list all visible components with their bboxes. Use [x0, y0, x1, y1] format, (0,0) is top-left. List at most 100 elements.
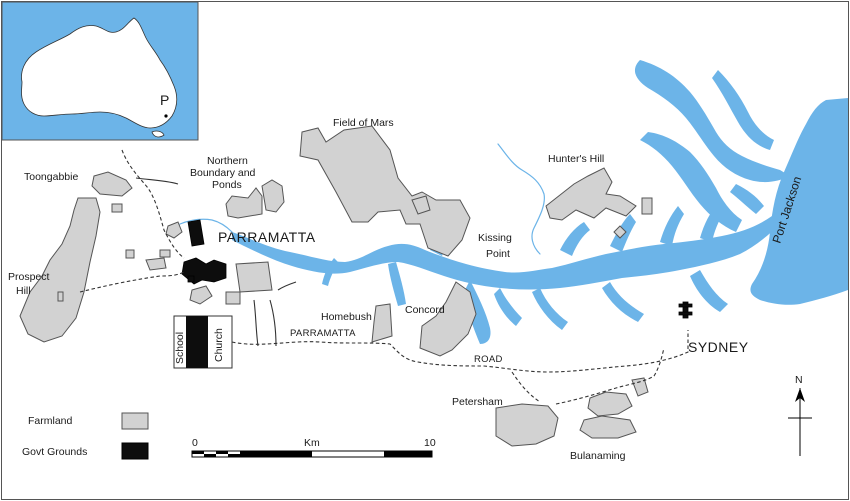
scale-unit-label: Km: [304, 437, 320, 449]
farm-field-of-mars: [299, 125, 471, 257]
roads: [79, 149, 689, 405]
farm-parramatta-west-2: [145, 257, 167, 271]
inset-marker-p: P: [160, 92, 169, 108]
north-arrow-label: N: [795, 374, 803, 386]
label-school: School: [174, 332, 186, 364]
bay-north-3: [560, 222, 590, 256]
bay-south-3: [532, 288, 568, 330]
farm-hunters-hill-diamond: [613, 225, 627, 239]
farm-prospect-hill: [19, 197, 101, 343]
label-kissing-point-2: Point: [486, 248, 510, 260]
label-northern-boundary-1: Northern: [207, 155, 248, 167]
scale-seg-6: [384, 451, 432, 457]
bay-north-1: [712, 70, 774, 150]
australia-outline: [21, 17, 178, 129]
label-prospect-hill-1: Prospect: [8, 271, 50, 283]
label-petersham: Petersham: [452, 396, 503, 408]
river-main-channel: [232, 216, 782, 290]
label-concord: Concord: [405, 304, 445, 316]
farm-bulanaming-2: [579, 415, 637, 439]
bay-north-2: [730, 184, 764, 214]
label-homebush: Homebush: [321, 311, 372, 323]
govt-ground-sydney: [682, 301, 689, 319]
label-parramatta-road: PARRAMATTA: [290, 328, 356, 339]
farm-prospect-small: [57, 291, 64, 302]
label-bulanaming: Bulanaming: [570, 450, 626, 462]
farm-toongabbie: [91, 171, 133, 197]
parramatta-road: [231, 330, 689, 373]
label-sydney: SYDNEY: [688, 339, 749, 355]
scale-start-label: 0: [192, 437, 198, 449]
scale-end-label: 10: [424, 437, 436, 449]
farm-hunters-hill: [545, 167, 637, 221]
farm-bulanaming-1: [587, 391, 633, 417]
road-to-petersham: [511, 371, 541, 403]
creek-upper-parramatta: [179, 218, 233, 233]
inset-sydney-dot: [164, 114, 168, 118]
bay-homebush: [388, 262, 406, 306]
scale-seg-2: [204, 454, 216, 457]
farm-northern-boundary-2: [261, 179, 285, 213]
scale-seg-3: [216, 451, 228, 454]
scale-seg-4: [228, 454, 240, 457]
govt-ground-north: [187, 219, 205, 247]
map-legend: Farmland Govt Grounds: [22, 412, 149, 460]
farm-homebush: [371, 303, 393, 343]
track-north: [253, 299, 259, 347]
school-church-govt-fill: [186, 316, 208, 368]
govt-grounds: [181, 219, 693, 319]
label-toongabbie: Toongabbie: [24, 171, 78, 183]
legend-farmland-label: Farmland: [28, 415, 73, 427]
farm-petersham: [495, 403, 559, 447]
creek-to-port: [773, 171, 809, 191]
farm-kissing-point-parcel: [411, 195, 431, 215]
bay-south-2: [602, 282, 644, 322]
farm-bulanaming-3: [631, 377, 649, 397]
label-prospect-hill-2: Hill: [16, 285, 31, 297]
label-northern-boundary-3: Ponds: [212, 179, 242, 191]
govt-ground-sydney-bar-2: [678, 311, 693, 316]
govt-ground-small: [187, 275, 195, 283]
farm-parramatta-west-4: [159, 249, 171, 258]
scale-seg-1: [192, 451, 204, 454]
creek-field-of-mars: [497, 143, 545, 255]
road-to-bulanaming: [555, 347, 665, 405]
govt-ground-sydney-bar-1: [678, 303, 693, 308]
farm-parramatta-south-2: [225, 291, 241, 305]
north-arrow-head-icon: [795, 388, 805, 402]
farm-parramatta-east: [235, 261, 273, 293]
label-field-of-mars: Field of Mars: [333, 117, 394, 129]
australia-inset: P: [1, 1, 199, 141]
tasmania: [151, 130, 165, 138]
label-kissing-point-1: Kissing: [478, 232, 512, 244]
label-northern-boundary-2: Boundary and: [190, 167, 256, 179]
bay-north-6: [700, 204, 724, 242]
label-church: Church: [213, 328, 225, 362]
track-toongabbie: [135, 177, 179, 185]
farm-hunters-hill-east: [641, 197, 653, 215]
road-prospect: [79, 271, 185, 293]
farm-parramatta-west-3: [125, 249, 135, 259]
farmland-parcels: [19, 125, 653, 447]
scale-seg-5: [240, 451, 312, 457]
school-church-block: School Church: [173, 315, 233, 369]
port-jackson-harbour: [750, 98, 848, 305]
legend-farmland-swatch: [121, 412, 149, 430]
farm-toongabbie-small: [111, 203, 123, 213]
north-arrow: N: [788, 374, 812, 456]
farm-parramatta-west-1: [165, 221, 183, 239]
track-east-2: [277, 281, 297, 291]
label-parramatta: PARRAMATTA: [218, 229, 316, 245]
track-east: [269, 299, 277, 347]
legend-govt-grounds-label: Govt Grounds: [22, 446, 87, 458]
place-labels: Field of Mars Northern Boundary and Pond…: [8, 117, 804, 462]
bay-north-5: [660, 206, 684, 246]
scale-bar: 0 Km 10: [191, 437, 436, 458]
middle-harbour-arm: [634, 60, 790, 183]
bay-south-1: [690, 270, 728, 312]
bay-south-5: [494, 288, 522, 326]
parramatta-river-water: [232, 60, 848, 344]
legend-govt-grounds-swatch: [121, 442, 149, 460]
